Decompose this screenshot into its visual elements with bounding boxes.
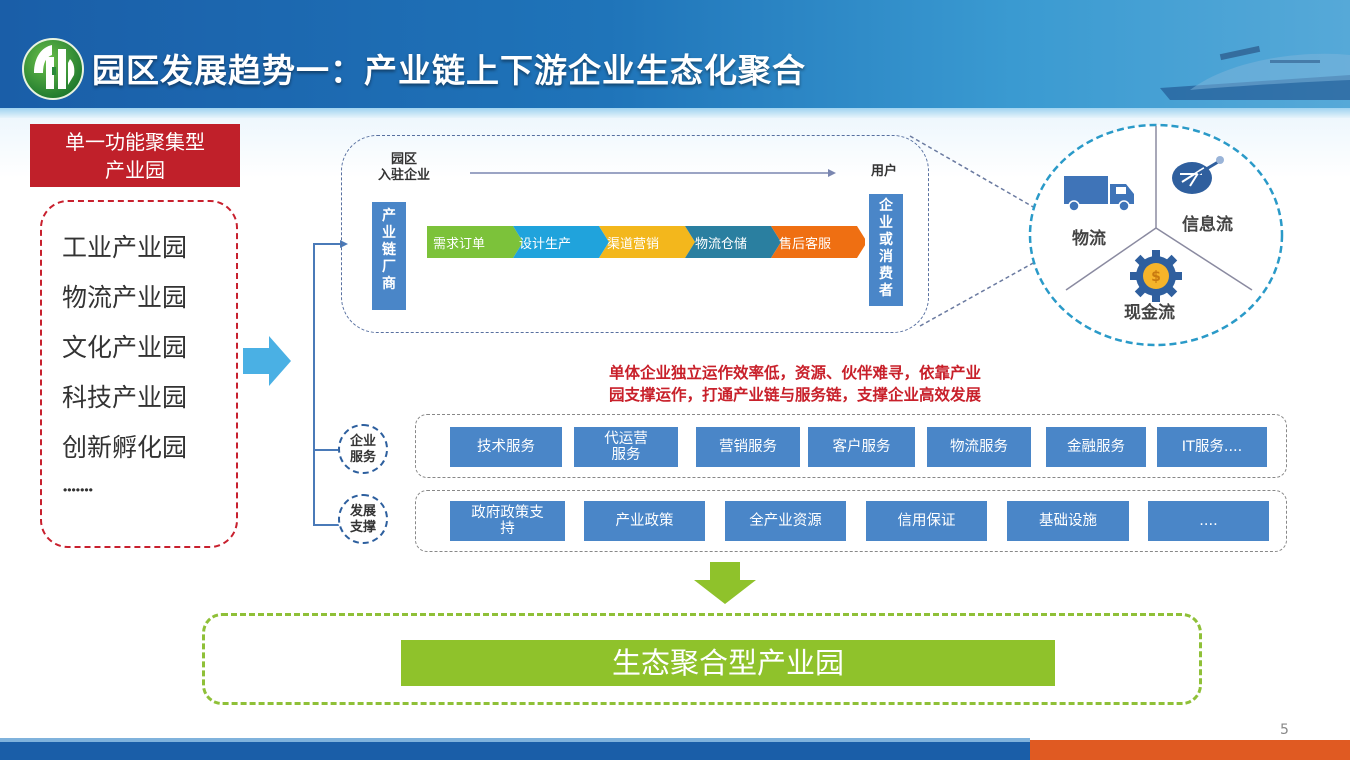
support-item: 信用保证 (866, 501, 987, 541)
target-label: 用户 (870, 164, 897, 179)
header-banner (0, 0, 1350, 108)
flow-direction-arrow (470, 169, 836, 177)
park-item: 工业产业园 (62, 233, 188, 262)
consumer-char: 费 (879, 266, 893, 282)
consumer-char: 或 (879, 232, 893, 248)
page-number: 5 (1280, 722, 1289, 738)
consumer-char: 企 (879, 198, 893, 214)
single-function-park-label-line2: 产业园 (105, 158, 165, 182)
statement-line2: 园支撑运作，打通产业链与服务链，支撑企业高效发展 (608, 386, 981, 404)
bracket-connector (313, 240, 348, 526)
chain-step: 设计生产 (519, 237, 572, 252)
source-label-line1: 园区 (390, 152, 417, 167)
park-item: 物流产业园 (62, 283, 188, 312)
tag-line: 服务 (349, 450, 376, 465)
enterprise-services-tag: 企业 服务 (338, 424, 388, 474)
manufacturer-char: 链 (382, 242, 396, 258)
chevron-graphic (427, 226, 865, 258)
eco-park-box (202, 613, 1202, 705)
zoom-connector-lines (909, 135, 1036, 327)
park-item: 创新孵化园 (62, 433, 188, 462)
manufacturer-char: 厂 (382, 259, 396, 275)
chevron-step-shape (427, 226, 523, 258)
source-label-line2: 入驻企业 (377, 168, 430, 183)
manufacturer-char: 产 (382, 208, 396, 224)
header-strip (0, 108, 1350, 118)
chain-step: 物流仓储 (695, 237, 748, 252)
single-function-park-label-line1: 单一功能聚集型 (65, 130, 205, 154)
tag-line: 支撑 (349, 520, 376, 535)
development-support-tag: 发展 支撑 (338, 494, 388, 544)
chevron-step-shape (771, 226, 865, 258)
statement-line1: 单体企业独立运作效率低，资源、伙伴难寻，依靠产业 (608, 364, 981, 382)
enterprise-services-row (415, 414, 1287, 478)
cash-flow-label: 现金流 (1124, 303, 1175, 323)
chain-step: 售后客服 (779, 237, 832, 252)
industry-chain-flow-box: 园区 入驻企业 用户 产 业 链 厂 商 企 业 或 消 费 者 (341, 135, 929, 333)
chevron-step-shape (513, 226, 609, 258)
tag-line: 发展 (349, 504, 376, 519)
service-item: 金融服务 (1046, 427, 1146, 467)
service-item: IT服务.... (1157, 427, 1267, 467)
header-decoration (1160, 45, 1350, 100)
development-support-row (415, 490, 1287, 552)
chevron-step-shape (599, 226, 695, 258)
three-flows-circle: 物流 信息流 $ 现金流 (1026, 120, 1286, 350)
support-item: 全产业资源 (725, 501, 846, 541)
support-item: 产业政策 (584, 501, 705, 541)
park-logo-icon (22, 38, 84, 100)
service-item: 客户服务 (808, 427, 915, 467)
chain-step: 渠道营销 (607, 237, 660, 252)
park-type-list: 工业产业园 物流产业园 文化产业园 科技产业园 创新孵化园 ······· (40, 200, 238, 548)
service-item: 物流服务 (927, 427, 1031, 467)
manufacturer-char: 业 (382, 225, 396, 241)
svg-text:$: $ (1151, 269, 1161, 285)
support-item: .... (1148, 501, 1269, 541)
footer-line (0, 738, 1030, 742)
support-item: 政府政策支 持 (450, 501, 565, 541)
support-item: 基础设施 (1007, 501, 1129, 541)
service-item: 代运营 服务 (574, 427, 678, 467)
manufacturer-box: 产 业 链 厂 商 (372, 202, 406, 310)
consumer-box: 企 业 或 消 费 者 (869, 194, 903, 306)
consumer-char: 消 (879, 249, 893, 265)
logistics-flow-label: 物流 (1072, 229, 1106, 249)
information-flow-label: 信息流 (1182, 215, 1233, 235)
eco-aggregation-park-label: 生态聚合型产业园 (401, 640, 1055, 686)
service-item: 营销服务 (696, 427, 800, 467)
gear-coin-icon: $ (1130, 250, 1182, 302)
manufacturer-char: 商 (382, 276, 396, 292)
chevron-step-shape (685, 226, 781, 258)
service-item: 技术服务 (450, 427, 562, 467)
page-title: 园区发展趋势一：产业链上下游企业生态化聚合 (92, 51, 806, 90)
problem-statement: 单体企业独立运作效率低，资源、伙伴难寻，依靠产业 园支撑运作，打通产业链与服务链… (540, 362, 1050, 406)
single-function-park-label: 单一功能聚集型 产业园 (30, 124, 240, 187)
source-label: 园区 入驻企业 (364, 152, 444, 184)
footer-bar-blue (0, 742, 1350, 760)
tag-line: 企业 (349, 434, 376, 449)
satellite-dish-icon (1172, 156, 1224, 194)
park-item-more: ······· (62, 480, 94, 501)
truck-icon (1064, 176, 1134, 212)
footer-bar-orange (1030, 740, 1350, 760)
consumer-char: 者 (879, 283, 893, 299)
park-item: 文化产业园 (62, 333, 188, 362)
park-item: 科技产业园 (62, 383, 188, 412)
chain-step: 需求订单 (433, 237, 486, 252)
consumer-char: 业 (879, 215, 893, 231)
value-chain-chevrons: 需求订单 设计生产 渠道营销 物流仓储 售后客服 (427, 226, 865, 258)
right-arrow-icon (243, 336, 291, 386)
down-arrow-icon (694, 562, 756, 604)
